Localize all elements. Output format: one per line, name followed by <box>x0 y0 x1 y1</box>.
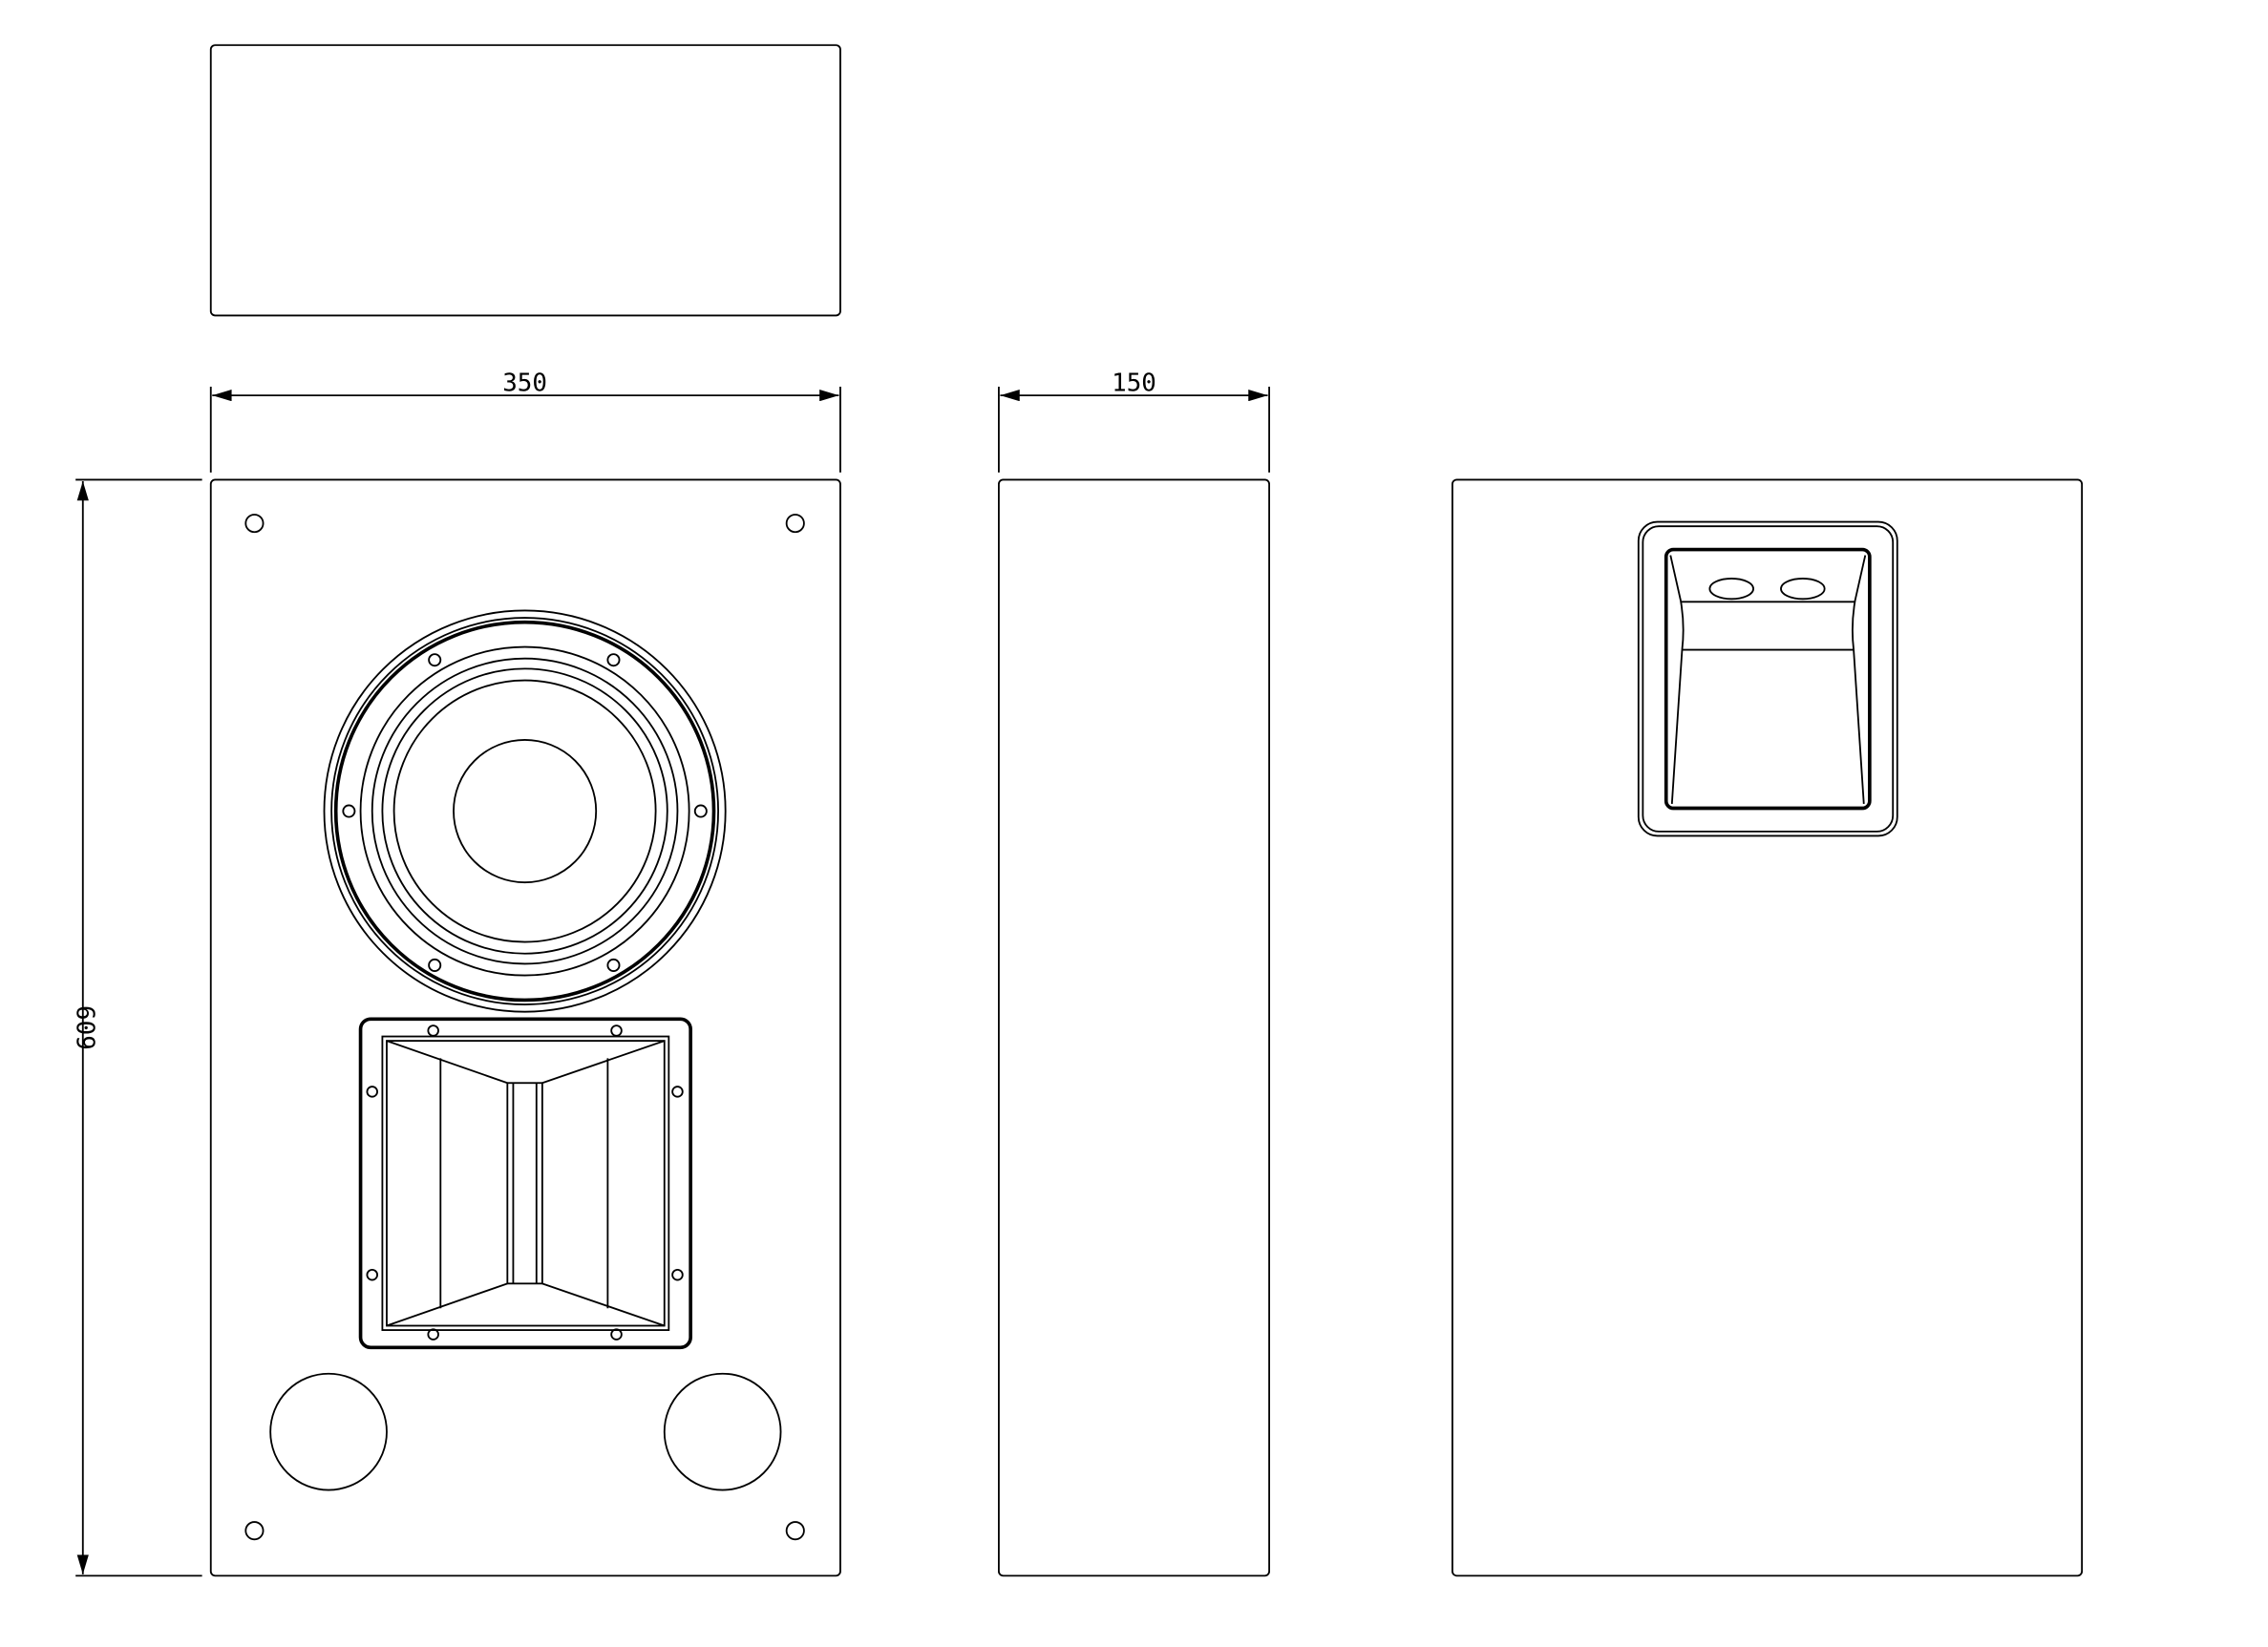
front-view <box>209 478 841 1577</box>
width-label: 350 <box>502 370 547 398</box>
height-dimension: 609 <box>71 478 202 1577</box>
depth-dimension: 150 <box>998 370 1270 473</box>
width-dimension: 350 <box>209 370 841 473</box>
terminal-cup <box>1637 520 1898 837</box>
dust-cap <box>453 739 598 884</box>
binding-post-right <box>1780 578 1826 601</box>
binding-post-left <box>1708 578 1754 601</box>
side-view <box>998 478 1270 1577</box>
horn-tweeter <box>358 1017 692 1350</box>
bass-port-left <box>269 1372 388 1491</box>
bass-port-right <box>663 1372 782 1491</box>
depth-label: 150 <box>1112 370 1156 398</box>
mounting-holes <box>244 514 805 1541</box>
woofer <box>323 609 727 1013</box>
top-view <box>209 44 841 317</box>
back-view <box>1452 478 2084 1577</box>
height-label: 609 <box>71 1005 99 1050</box>
